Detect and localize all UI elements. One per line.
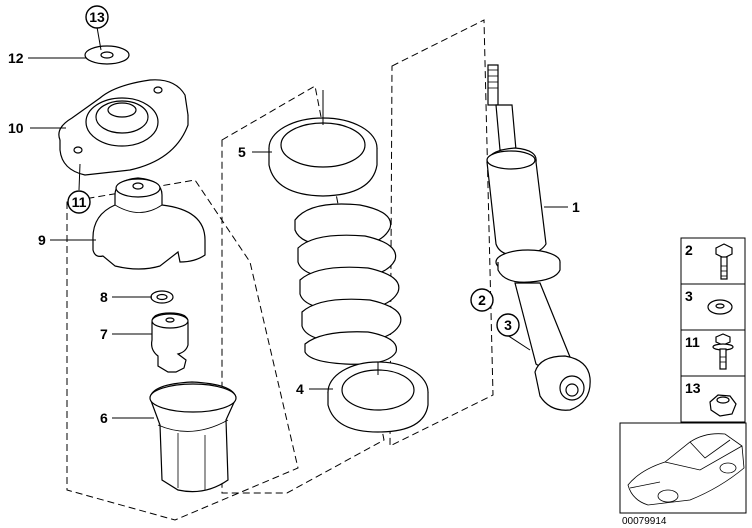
mount-group-outline [66, 179, 299, 521]
callout-6[interactable]: 6 [100, 410, 108, 426]
flange-bolt-icon[interactable] [712, 333, 734, 370]
callout-1[interactable]: 1 [572, 199, 580, 215]
ring-part-8[interactable] [150, 290, 174, 304]
bump-stop-housing-part-9[interactable] [92, 177, 206, 270]
callout-9[interactable]: 9 [38, 232, 46, 248]
callout-10[interactable]: 10 [8, 120, 24, 136]
washer-icon[interactable] [707, 299, 733, 315]
callout-8[interactable]: 8 [100, 289, 108, 305]
callout-11[interactable]: 11 [67, 190, 91, 214]
shock-absorber-part-1[interactable] [486, 64, 591, 411]
callout-5[interactable]: 5 [238, 144, 246, 160]
legend-label-3: 3 [685, 288, 693, 304]
car-thumbnail[interactable] [619, 422, 747, 514]
spring-pad-upper-part-5[interactable] [268, 117, 378, 197]
top-mount-part-10[interactable] [58, 79, 189, 176]
svg-text:3: 3 [504, 317, 512, 333]
callout-13-top[interactable]: 13 [85, 5, 109, 29]
svg-text:2: 2 [478, 292, 486, 308]
callout-2[interactable]: 2 [470, 288, 494, 312]
spring-pad-lower-part-4[interactable] [327, 361, 429, 433]
legend-label-2: 2 [685, 242, 693, 258]
legend-panel: 2 3 11 13 [680, 237, 746, 423]
washer-part-12[interactable] [84, 45, 130, 65]
legend-label-13: 13 [685, 380, 701, 396]
leader-lines [28, 26, 568, 419]
coil-spring[interactable] [294, 203, 402, 365]
callout-3[interactable]: 3 [496, 313, 520, 337]
dust-boot-part-6[interactable] [149, 381, 237, 493]
nut-icon[interactable] [709, 394, 737, 417]
svg-text:13: 13 [89, 9, 105, 25]
svg-text:11: 11 [72, 194, 87, 210]
legend-label-11: 11 [685, 334, 700, 350]
spring-group-outline [221, 85, 385, 494]
car-silhouette-icon [627, 433, 745, 506]
callout-12[interactable]: 12 [8, 50, 24, 66]
bolt-icon[interactable] [715, 243, 733, 280]
diagram-code: 00079914 [622, 516, 667, 527]
callout-4[interactable]: 4 [296, 381, 304, 397]
callout-7[interactable]: 7 [100, 326, 108, 342]
bump-stop-part-7[interactable] [151, 312, 189, 373]
